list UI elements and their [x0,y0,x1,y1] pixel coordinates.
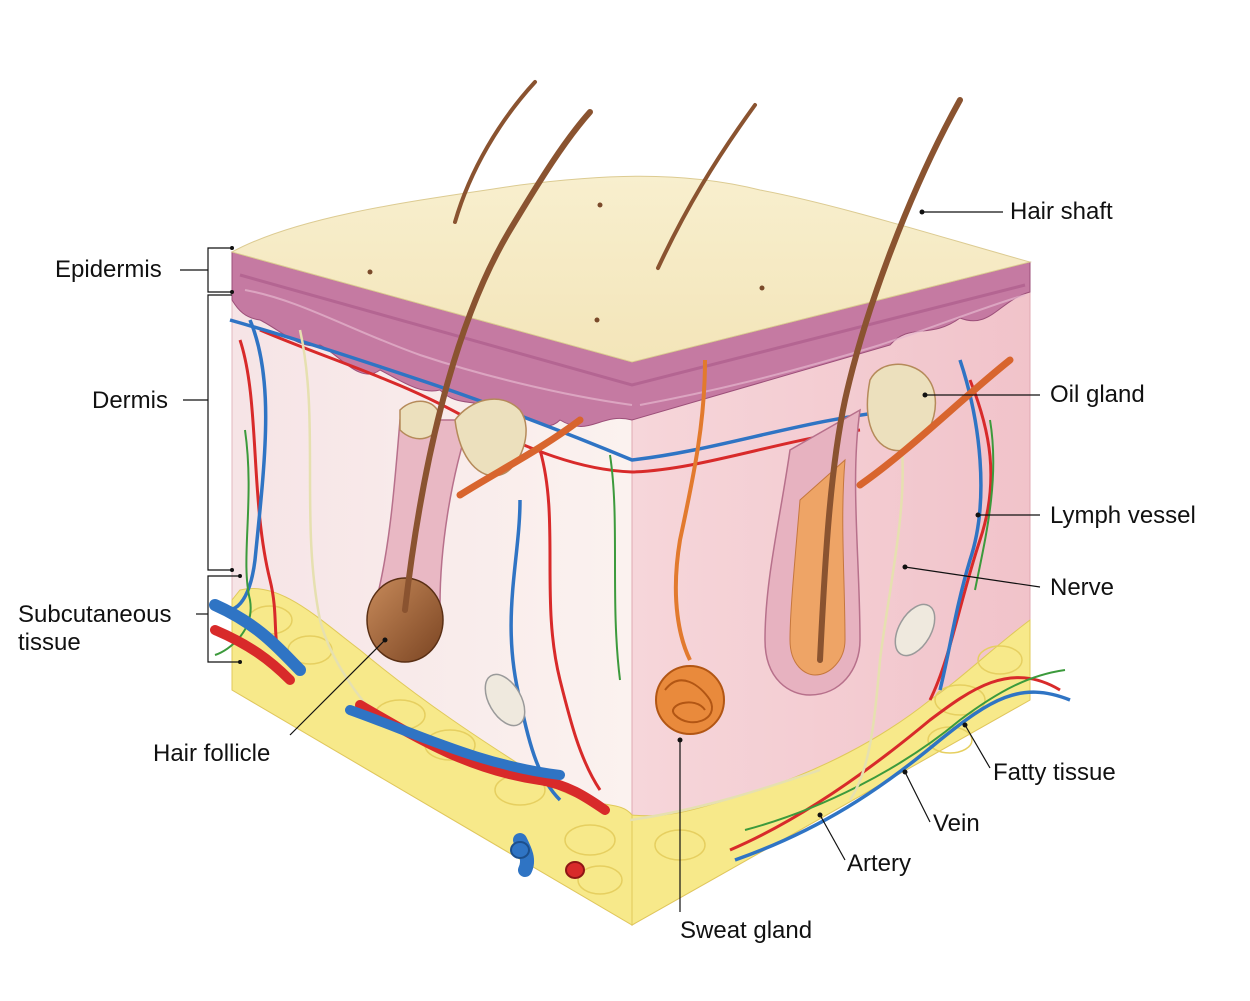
label-subcutaneous-line2: tissue [18,629,81,656]
label-lymph-vessel: Lymph vessel [1050,502,1196,529]
pacinian-corpuscle-left [484,673,526,727]
oil-gland-left [399,398,527,477]
label-sweat-gland: Sweat gland [680,917,813,944]
pacinian-corpuscle-right [894,603,936,657]
label-subcutaneous-line1: Subcutaneous [18,601,172,628]
hair-background-1 [453,80,757,270]
hair-shaft-left [402,109,593,613]
label-oil-gland: Oil gland [1050,381,1145,408]
arrector-muscle-right [856,356,1014,489]
label-epidermis: Epidermis [55,256,162,283]
sweat-gland [655,359,725,735]
leader-dots [230,209,981,818]
label-hair-follicle: Hair follicle [153,740,271,767]
hair-shaft-right [817,97,963,663]
leader-lines [180,211,1041,912]
label-fatty-tissue: Fatty tissue [993,759,1116,786]
label-nerve: Nerve [1050,574,1115,601]
label-vein: Vein [933,810,980,837]
hair-follicle-left [366,419,472,663]
subcutaneous-vessels-left [209,599,610,879]
artery-network [238,328,1061,852]
fatty-tissue-left [231,588,633,926]
label-dermis: Dermis [92,387,168,414]
arrector-muscle-left [456,416,584,499]
skin-surface [230,175,1032,363]
label-artery: Artery [847,850,912,877]
vein-network [213,318,1071,862]
nerve-network [298,329,904,822]
label-hair-shaft: Hair shaft [1010,198,1113,225]
